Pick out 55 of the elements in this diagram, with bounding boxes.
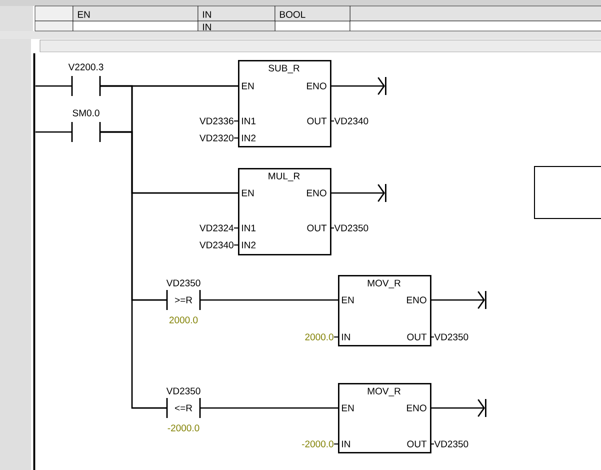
pin-label: IN1 [242, 118, 256, 124]
block-title: MUL_R [268, 172, 300, 182]
operand-label: VD2350 [430, 440, 468, 448]
pin-label: IN2 [242, 134, 256, 142]
pin-label: EN [242, 82, 254, 90]
connection-line [330, 184, 385, 202]
pin-label: IN1 [242, 224, 256, 232]
operand-label: VD2350 [430, 334, 468, 340]
connection-line [200, 407, 338, 409]
pin-label: ENO [307, 190, 326, 196]
operand-label: -2000.0 [302, 440, 338, 448]
power-rail [33, 53, 36, 470]
label: IN [203, 24, 211, 30]
label: EN [78, 11, 90, 18]
contact-label: V2200.3 [68, 64, 104, 70]
contact-label: VD2350 [166, 280, 200, 286]
empty-box [534, 166, 601, 219]
pin-label: OUT [307, 118, 327, 124]
operand-label: VD2340 [330, 118, 368, 124]
pin-label: ENO [407, 404, 426, 412]
operand-label: VD2320 [200, 134, 238, 142]
contact-label: SM0.0 [72, 110, 100, 116]
connection-line [35, 85, 72, 87]
pin-label: IN [342, 334, 350, 340]
pin-label: ENO [407, 296, 426, 304]
label: IN [203, 11, 211, 18]
operand-label: 2000.0 [305, 334, 338, 340]
comparison-value: -2000.0 [168, 424, 200, 432]
pin-label: OUT [307, 224, 327, 232]
connection-line [330, 77, 385, 95]
pin-label: IN2 [242, 242, 256, 248]
label: BOOL [280, 11, 306, 18]
comparison-operator: <=R [175, 404, 192, 412]
block-title: MOV_R [368, 388, 400, 396]
block-title: MOV_R [368, 280, 400, 288]
comparison-operator: >=R [175, 296, 192, 304]
block-title: SUB_R [268, 64, 300, 74]
connection-line [430, 399, 485, 417]
operand-label: VD2324 [200, 224, 238, 232]
operand-label: VD2340 [200, 242, 238, 248]
connection-line [200, 299, 338, 301]
comparison-value: 2000.0 [169, 316, 198, 324]
pin-label: ENO [307, 82, 326, 90]
operand-label: VD2336 [200, 118, 238, 124]
pin-label: IN [342, 440, 350, 448]
operand-label: VD2350 [330, 224, 368, 232]
pin-label: OUT [407, 334, 427, 340]
pin-label: EN [342, 296, 354, 304]
pin-label: OUT [407, 440, 427, 448]
data-table: EN IN BOOL IN [34, 6, 601, 32]
connection-line [35, 131, 72, 133]
connection-line [430, 291, 485, 309]
pin-label: EN [242, 190, 254, 196]
pin-label: EN [342, 404, 354, 412]
contact-label: VD2350 [166, 388, 200, 394]
